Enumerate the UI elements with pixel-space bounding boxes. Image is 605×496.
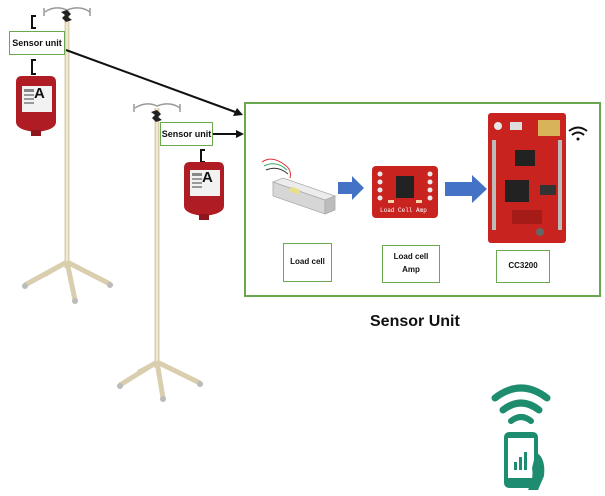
load-cell-icon xyxy=(261,158,337,215)
hook-bracket-icon xyxy=(200,149,205,163)
amp-board-label: Load Cell Amp xyxy=(380,207,427,214)
flow-arrow-icon xyxy=(445,175,487,203)
iv-pole-left-icon xyxy=(22,7,113,304)
load-cell-amp-line2: Amp xyxy=(402,265,420,274)
sensor-unit-label-right: Sensor unit xyxy=(160,122,213,146)
blood-bag-right-icon xyxy=(184,162,224,220)
sensor-unit-title: Sensor Unit xyxy=(370,313,460,330)
cc3200-board-icon xyxy=(488,113,566,243)
hook-bracket-icon xyxy=(31,59,36,75)
blood-type-label: A xyxy=(202,169,213,186)
flow-arrow-icon xyxy=(338,176,364,200)
sensor-unit-frame xyxy=(244,102,601,297)
blood-type-label: A xyxy=(34,85,45,102)
wifi-small-icon xyxy=(568,126,588,141)
load-cell-label: Load cell xyxy=(283,243,332,282)
cc3200-label: CC3200 xyxy=(496,250,550,283)
amp-board-icon xyxy=(372,166,438,218)
smartphone-wifi-icon xyxy=(491,384,551,490)
load-cell-amp-line1: Load cell xyxy=(393,252,429,262)
iv-pole-right-icon xyxy=(117,103,203,402)
hook-bracket-icon xyxy=(31,15,36,29)
load-cell-amp-label: Load cell Amp xyxy=(382,245,440,283)
blood-bag-left-icon xyxy=(16,76,56,136)
sensor-unit-label-left: Sensor unit xyxy=(9,31,65,55)
connector-arrow-icon xyxy=(65,49,239,114)
